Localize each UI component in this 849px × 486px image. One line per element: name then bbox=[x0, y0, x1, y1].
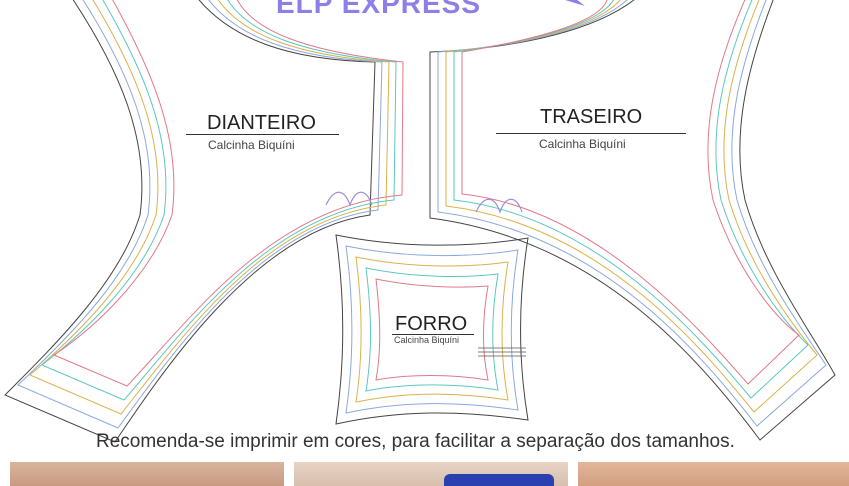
arrow-icon bbox=[565, 0, 585, 6]
photo-2 bbox=[294, 462, 568, 486]
front-outline-5 bbox=[52, 0, 404, 387]
watermark-logo-icon bbox=[325, 191, 523, 214]
lining-piece-outlines bbox=[335, 234, 529, 425]
size-markers bbox=[478, 347, 526, 357]
lining-outline-2 bbox=[345, 245, 519, 414]
photo-3 bbox=[578, 462, 849, 486]
front-divider bbox=[186, 134, 339, 135]
back-piece-outlines bbox=[429, 0, 836, 441]
front-piece-subtitle: Calcinha Biquíni bbox=[208, 138, 295, 152]
lining-piece-subtitle: Calcinha Biquíni bbox=[394, 335, 460, 345]
lining-outline-3 bbox=[355, 256, 509, 403]
front-piece-outlines bbox=[4, 0, 404, 443]
lining-piece-name: FORRO bbox=[395, 313, 468, 335]
back-outline-5 bbox=[461, 0, 800, 385]
print-recommendation: Recomenda-se imprimir em cores, para fac… bbox=[96, 431, 735, 452]
front-piece-name: DIANTEIRO bbox=[207, 112, 316, 134]
front-outline-2 bbox=[17, 0, 383, 429]
back-outline-1 bbox=[429, 0, 836, 441]
back-outline-4 bbox=[453, 0, 809, 399]
front-outline-3 bbox=[29, 0, 390, 415]
lining-outline-4 bbox=[365, 267, 499, 392]
back-divider bbox=[496, 133, 686, 134]
brand-title: ELP EXPRESS bbox=[276, 0, 482, 19]
front-outline-4 bbox=[41, 0, 397, 401]
lining-divider bbox=[392, 334, 474, 335]
photo-2-band bbox=[444, 474, 554, 486]
lining-outline-1 bbox=[335, 234, 529, 425]
front-outline-1 bbox=[4, 0, 376, 443]
back-outline-3 bbox=[445, 0, 818, 413]
photo-1 bbox=[10, 462, 284, 486]
back-outline-2 bbox=[437, 0, 827, 427]
back-piece-name: TRASEIRO bbox=[540, 106, 643, 128]
back-piece-subtitle: Calcinha Biquíni bbox=[539, 137, 626, 151]
lining-outline-5 bbox=[375, 278, 489, 381]
